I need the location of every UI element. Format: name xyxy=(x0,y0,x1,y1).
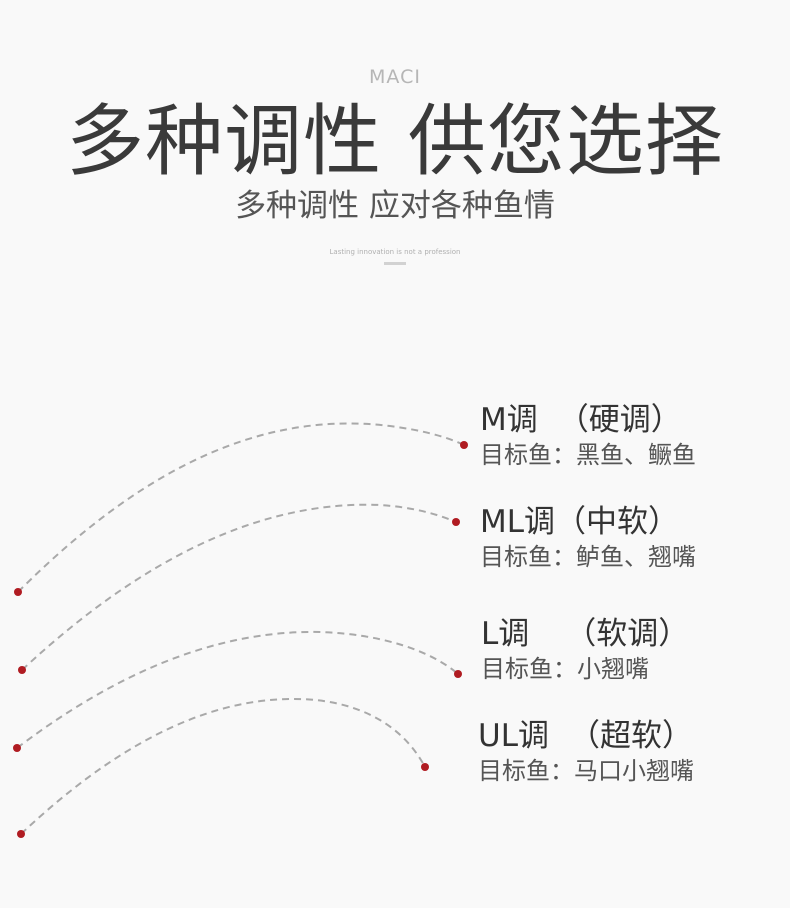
rod-butt-dot-ml xyxy=(18,666,26,674)
rod-target-fish: 目标鱼：鲈鱼、翘嘴 xyxy=(480,543,696,571)
rod-target-fish: 目标鱼：小翘嘴 xyxy=(481,655,649,683)
rod-title-row: UL调 （超软） xyxy=(478,716,694,756)
tagline-underline xyxy=(384,262,406,265)
rod-action-type: （中软） xyxy=(555,504,680,540)
rod-curve-ul xyxy=(20,697,426,835)
brand-label: MACI xyxy=(369,66,421,88)
rod-tip-dot-ul xyxy=(421,763,429,771)
rod-curve-ml xyxy=(21,503,457,671)
rod-butt-dot-m xyxy=(14,588,22,596)
rod-title-row: M调 （硬调） xyxy=(480,400,696,440)
page-headline: 多种调性 供您选择 xyxy=(66,97,724,187)
rod-butt-dot-l xyxy=(13,744,21,752)
rod-tip-dot-m xyxy=(460,441,468,449)
rod-action-type: （硬调） xyxy=(557,402,682,438)
rod-butt-dot-ul xyxy=(17,830,25,838)
rod-action-label: M调 xyxy=(480,402,538,438)
rod-action-type: （超软） xyxy=(568,718,693,754)
tagline: Lasting innovation is not a profession xyxy=(329,248,461,256)
rod-entry-l: L调 （软调） 目标鱼：小翘嘴 xyxy=(481,614,689,684)
page-subheadline: 多种调性 应对各种鱼情 xyxy=(235,188,555,224)
rod-target-fish: 目标鱼：马口小翘嘴 xyxy=(478,757,694,785)
rod-entry-m: M调 （硬调） 目标鱼：黑鱼、鳜鱼 xyxy=(480,400,696,470)
rod-entry-ul: UL调 （超软） 目标鱼：马口小翘嘴 xyxy=(478,716,694,786)
rod-action-label: ML调 xyxy=(480,504,556,540)
rod-action-label: UL调 xyxy=(478,718,549,754)
rod-action-label: L调 xyxy=(481,616,530,652)
rod-curve-m xyxy=(17,422,465,593)
rod-tip-dot-ml xyxy=(452,518,460,526)
rod-entry-ml: ML调（中软） 目标鱼：鲈鱼、翘嘴 xyxy=(480,502,696,572)
rod-curve-l xyxy=(16,630,459,749)
rod-tip-dot-l xyxy=(454,670,462,678)
rod-target-fish: 目标鱼：黑鱼、鳜鱼 xyxy=(480,441,696,469)
rod-action-type: （软调） xyxy=(565,616,690,652)
rod-title-row: ML调（中软） xyxy=(480,502,696,542)
rod-title-row: L调 （软调） xyxy=(481,614,689,654)
